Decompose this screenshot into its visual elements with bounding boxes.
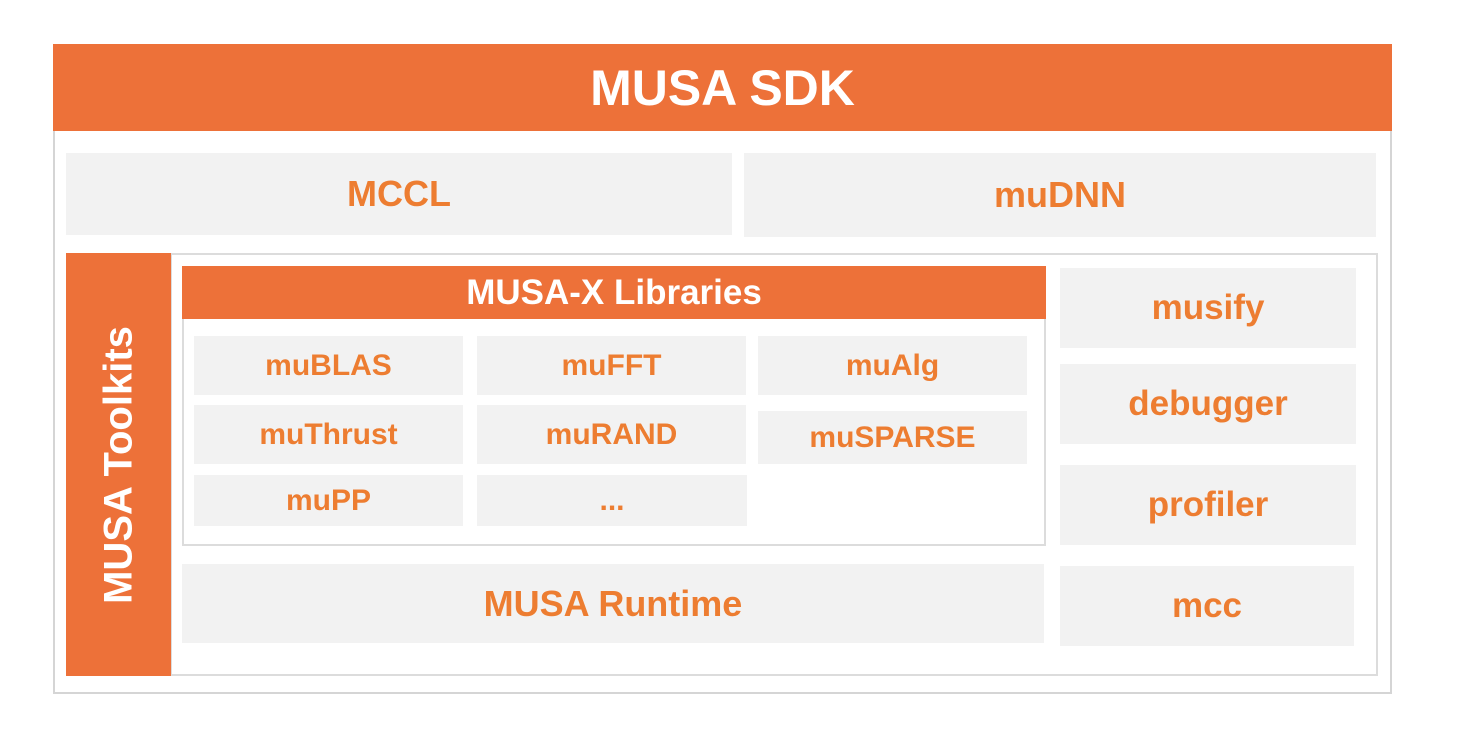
musa-toolkits-label: MUSA Toolkits (96, 325, 140, 604)
mudnn-box: muDNN (744, 153, 1376, 237)
library-mufft: muFFT (477, 336, 746, 395)
library-muthrust: muThrust (194, 405, 463, 464)
library-murand: muRAND (477, 405, 746, 464)
library-mupp: muPP (194, 475, 463, 526)
library-more-ellipsis: ... (477, 475, 747, 526)
tool-musify: musify (1060, 268, 1356, 348)
musa-runtime-box: MUSA Runtime (182, 564, 1044, 643)
library-musparse: muSPARSE (758, 411, 1027, 464)
tool-debugger: debugger (1060, 364, 1356, 444)
tool-mcc: mcc (1060, 566, 1354, 646)
library-mualg: muAlg (758, 336, 1027, 395)
musa-toolkits-sidebar: MUSA Toolkits (66, 253, 171, 676)
library-mublas: muBLAS (194, 336, 463, 395)
tool-profiler: profiler (1060, 465, 1356, 545)
mccl-box: MCCL (66, 153, 732, 235)
musa-x-libraries-title: MUSA-X Libraries (182, 266, 1046, 319)
musa-sdk-title: MUSA SDK (53, 44, 1392, 131)
